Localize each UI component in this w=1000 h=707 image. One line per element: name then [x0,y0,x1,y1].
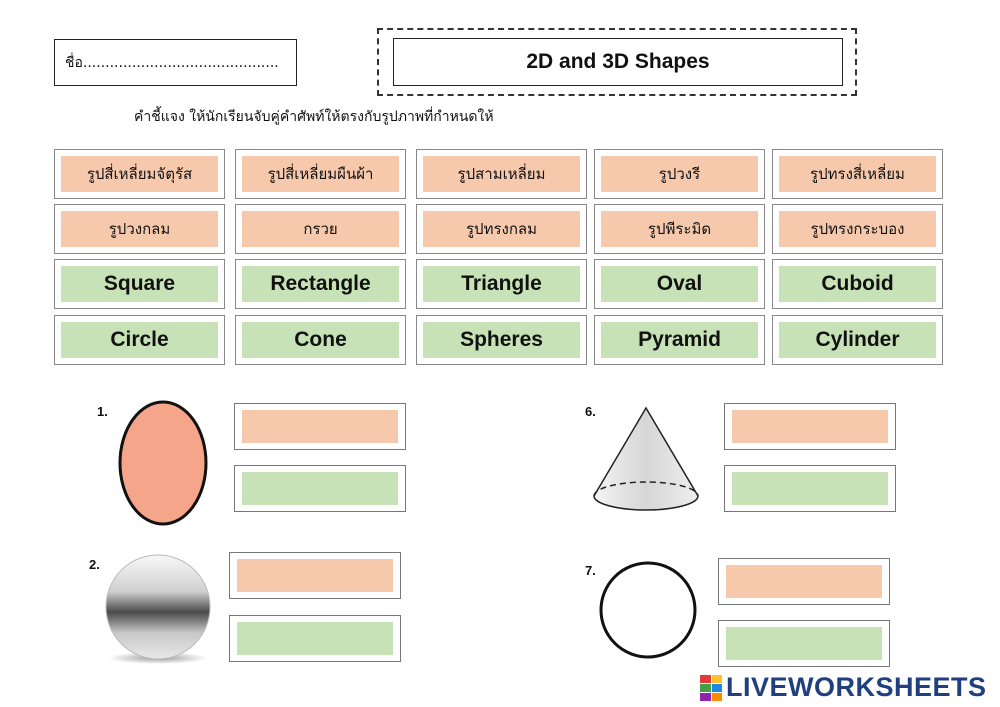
word-card[interactable]: รูปสามเหลี่ยม [416,149,587,199]
word-card[interactable]: กรวย [235,204,406,254]
word-card-label: Square [61,266,218,302]
word-card[interactable]: Cylinder [772,315,943,365]
word-card[interactable]: รูปพีระมิด [594,204,765,254]
question-number: 2. [89,557,100,572]
brand-text: LIVEWORKSHEETS [726,672,987,702]
word-card-label: Triangle [423,266,580,302]
instructions-text: คำชี้แจง ให้นักเรียนจับคู่คำศัพท์ให้ตรงก… [134,109,494,125]
liveworksheets-brand: LIVEWORKSHEETS [700,672,987,703]
word-card[interactable]: Oval [594,259,765,309]
word-card-label: Pyramid [601,322,758,358]
answer-drop-box-english[interactable] [234,465,406,512]
word-card-label: Cylinder [779,322,936,358]
answer-drop-box-english[interactable] [718,620,890,667]
answer-drop-box-thai[interactable] [234,403,406,450]
word-card-label: รูปทรงกลม [423,211,580,247]
question-number: 1. [97,404,108,419]
word-card[interactable]: รูปทรงสี่เหลี่ยม [772,149,943,199]
title-dashed-frame [377,28,857,96]
answer-drop-box-thai[interactable] [718,558,890,605]
name-label: ชื่อ....................................… [65,54,279,71]
answer-drop-box-thai[interactable] [724,403,896,450]
word-card[interactable]: Cone [235,315,406,365]
word-card-label: Rectangle [242,266,399,302]
answer-drop-box-thai[interactable] [229,552,401,599]
word-card-label: Oval [601,266,758,302]
word-card[interactable]: Triangle [416,259,587,309]
word-card-label: Circle [61,322,218,358]
answer-drop-box-english[interactable] [724,465,896,512]
word-card[interactable]: รูปสี่เหลี่ยมจัตุรัส [54,149,225,199]
word-card[interactable]: Circle [54,315,225,365]
word-card-label: กรวย [242,211,399,247]
liveworksheets-logo-icon [700,674,722,701]
word-card[interactable]: รูปทรงกระบอง [772,204,943,254]
cone-shape-picture [593,406,699,511]
word-card[interactable]: Square [54,259,225,309]
sphere-shape-picture [105,554,211,664]
word-card-label: รูปทรงกระบอง [779,211,936,247]
worksheet-title: 2D and 3D Shapes [393,38,843,86]
word-card[interactable]: Rectangle [235,259,406,309]
question-number: 6. [585,404,596,419]
word-card-label: รูปวงรี [601,156,758,192]
word-card[interactable]: Pyramid [594,315,765,365]
question-number: 7. [585,563,596,578]
word-card[interactable]: รูปสี่เหลี่ยมผืนผ้า [235,149,406,199]
word-card[interactable]: รูปวงรี [594,149,765,199]
word-card-label: รูปสี่เหลี่ยมผืนผ้า [242,156,399,192]
word-card[interactable]: Cuboid [772,259,943,309]
circle-shape-picture [599,561,697,659]
word-card-label: Cone [242,322,399,358]
word-card[interactable]: รูปทรงกลม [416,204,587,254]
word-card-label: รูปวงกลม [61,211,218,247]
word-card[interactable]: Spheres [416,315,587,365]
word-card[interactable]: รูปวงกลม [54,204,225,254]
answer-drop-box-english[interactable] [229,615,401,662]
word-card-label: รูปสี่เหลี่ยมจัตุรัส [61,156,218,192]
word-card-label: Spheres [423,322,580,358]
oval-shape-picture [118,400,208,526]
word-card-label: รูปสามเหลี่ยม [423,156,580,192]
word-card-label: รูปทรงสี่เหลี่ยม [779,156,936,192]
word-card-label: รูปพีระมิด [601,211,758,247]
word-card-label: Cuboid [779,266,936,302]
student-name-field[interactable]: ชื่อ....................................… [54,39,297,86]
